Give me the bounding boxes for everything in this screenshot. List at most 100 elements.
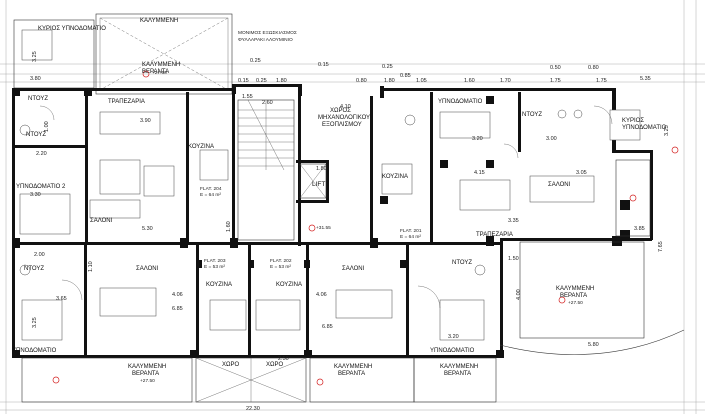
dim-top-0: 0.25 (250, 58, 261, 64)
dim-380: 3.80 (30, 76, 41, 82)
dim-top-9: 0.50 (550, 65, 561, 71)
level-top-left: +27.50 (152, 70, 167, 76)
walls (12, 84, 653, 358)
level-center: +31.55 (316, 225, 331, 231)
veranta-top-left-l1: ΚΑΛΥΜΜΕΝΗ (140, 18, 178, 24)
label-veranta-top-left: ΚΑΛΥΜΜΕΝΗ (140, 18, 178, 24)
dim-top-1: 0.15 (238, 78, 249, 84)
dim-530: 5.30 (142, 226, 153, 232)
bottom-verandas (21, 159, 685, 403)
dim-325-top: 3.25 (32, 51, 38, 62)
dim-406-left: 4.06 (172, 292, 183, 298)
dim-365: 3.65 (56, 296, 67, 302)
label-monimos-2: ΦΥΛΛΑΡΑΚΙ ΑΛΟΥΜΙΝΙΟ (238, 37, 293, 43)
label-veranta-b3: ΒΕΡΑΝΤΑ (444, 371, 471, 377)
label-ypnodomatio-2: ΥΠΝΟΔΟΜΑΤΙΟ 2 (16, 184, 66, 190)
dim-385: 3.85 (634, 226, 645, 232)
vertical-dimensions: 3.25 1.00 1.10 3.25 1.60 4.00 7.65 3.25 (32, 51, 670, 328)
flat-204-area: E = 64 m² (200, 192, 221, 198)
flat-202-label: FLAT. 202 (270, 258, 292, 264)
label-ntoyz-4: ΝΤΟΥΖ (452, 260, 472, 266)
dim-top-5: 1.80 (384, 78, 395, 84)
dim-250: 2.50 (278, 356, 289, 362)
dim-220: 2.20 (36, 151, 47, 157)
label-ntoyz-3: ΝΤΟΥΖ (24, 266, 44, 272)
dim-top-3: 1.80 (276, 78, 287, 84)
level-bottom-left: +27.50 (140, 378, 155, 384)
room-labels: ΚΥΡΙΟΣ ΥΠΝΟΔΟΜΑΤΙΟ ΚΑΛΥΜΜΕΝΗ ΚΑΛΥΜΜΕΝΗ Β… (12, 18, 667, 384)
dim-415: 4.15 (474, 170, 485, 176)
dim-335: 3.35 (508, 218, 519, 224)
dim-100: 1.00 (44, 121, 50, 132)
label-kalymmeni-b3: ΚΑΛΥΜΜΕΝΗ (440, 364, 478, 370)
dimension-texts: 0.25 0.15 0.25 1.80 0.85 1.80 1.05 1.60 … (30, 58, 651, 412)
label-veranta-b1: ΒΕΡΑΝΤΑ (132, 371, 159, 377)
label-xoros-3: ΕΞΟΠΛΙΣΜΟΥ (322, 122, 362, 128)
dim-390: 3.90 (140, 118, 151, 124)
dim-top-14: 0.25 (382, 64, 393, 70)
dim-top-18: 0.80 (356, 78, 367, 84)
dim-top-19: 1.75 (596, 78, 607, 84)
dim-top-17: 4.10 (340, 104, 351, 110)
kv-top-l1: ΚΑΛΥΜΜΕΝΗ (142, 62, 180, 68)
dim-top-8: 1.70 (500, 78, 511, 84)
dim-325-b: 3.25 (32, 317, 38, 328)
dim-top-15: 1.55 (242, 94, 253, 100)
label-lift: LIFT (312, 181, 325, 188)
dim-685-right: 6.85 (322, 324, 333, 330)
label-veranta-b2: ΒΕΡΑΝΤΑ (338, 371, 365, 377)
label-kyrios-r2: ΥΠΝΟΔΟΜΑΤΙΟ (622, 125, 667, 131)
label-veranta-top: ΒΕΡΑΝΤΑ (142, 69, 169, 75)
dim-top-16: 2.60 (262, 100, 273, 106)
dim-150: 1.50 (508, 256, 519, 262)
furniture (19, 29, 641, 341)
label-trapezaria-1: ΤΡΑΠΕΖΑΡΙΑ (108, 99, 145, 105)
label-kalymmeni-r2: ΚΑΛΥΜΜΕΝΗ (556, 286, 594, 292)
dim-580: 5.80 (588, 342, 599, 348)
dim-top-6: 1.05 (416, 78, 427, 84)
dim-110: 1.10 (88, 261, 94, 272)
dim-top-7: 1.60 (464, 78, 475, 84)
label-monimos-1: ΜΟΝΙΜΟΣ ΕΞΩΣΚΙΑΣΜΟΣ (238, 30, 297, 36)
label-ypnodomatio-b1: ΥΠΝΟΔΟΜΑΤΙΟ (12, 348, 57, 354)
label-kyrios-r1: ΚΥΡΙΟΣ (622, 118, 644, 124)
dim-330: 3.30 (30, 192, 41, 198)
label-saloni-2: ΣΑΛΟΝΙ (136, 266, 159, 272)
label-kouzina-4: ΚΟΥΖΙΝΑ (276, 282, 302, 288)
label-xoros-1: ΧΩΡΟΣ (330, 108, 351, 114)
dim-top-2: 0.25 (256, 78, 267, 84)
flat-204-label: FLAT. 204 (200, 186, 222, 192)
dim-top-12: 5.35 (640, 76, 651, 82)
label-kouzina-1: ΚΟΥΖΙΝΑ (188, 144, 214, 150)
label-saloni-1: ΣΑΛΟΝΙ (90, 218, 113, 224)
dim-200: 2.00 (34, 252, 45, 258)
label-kalymmeni-b1: ΚΑΛΥΜΜΕΝΗ (128, 364, 166, 370)
flat-202-area: E = 53 m² (270, 264, 291, 270)
level-right-veranta: +27.50 (568, 300, 583, 306)
dim-320-t: 3.20 (472, 136, 483, 142)
label-kalymmeni-b2: ΚΑΛΥΜΜΕΝΗ (334, 364, 372, 370)
level-markers (52, 70, 679, 386)
dim-765: 7.65 (658, 241, 664, 252)
dim-400: 4.00 (516, 289, 522, 300)
label-ntoyz-r1: ΝΤΟΥΖ (522, 112, 542, 118)
label-veranta-r2: ΒΕΡΑΝΤΑ (560, 293, 587, 299)
label-kouzina-3: ΚΟΥΖΙΝΑ (206, 282, 232, 288)
label-ypnodomatio-r1: ΥΠΝΟΔΟΜΑΤΙΟ (438, 99, 483, 105)
dim-top-4: 0.85 (400, 73, 411, 79)
flat-203-area: E = 53 m² (204, 264, 225, 270)
label-ypnodomatio-b2: ΥΠΝΟΔΟΜΑΤΙΟ (430, 348, 475, 354)
dim-685-left: 6.85 (172, 306, 183, 312)
flat-203-label: FLAT. 203 (204, 258, 226, 264)
label-xwro-b2: ΧΩΡΟ (266, 362, 283, 368)
dim-top-10: 1.75 (550, 78, 561, 84)
label-ntoyz-1: ΝΤΟΥΖ (28, 96, 48, 102)
label-ntoyz-2: ΝΤΟΥΖ (26, 132, 46, 138)
dim-406-right: 4.06 (316, 292, 327, 298)
dim-180: 1.80 (316, 166, 327, 172)
label-saloni-3: ΣΑΛΟΝΙ (342, 266, 365, 272)
flat-201-label: FLAT. 201 (400, 228, 422, 234)
dim-305: 3.05 (576, 170, 587, 176)
